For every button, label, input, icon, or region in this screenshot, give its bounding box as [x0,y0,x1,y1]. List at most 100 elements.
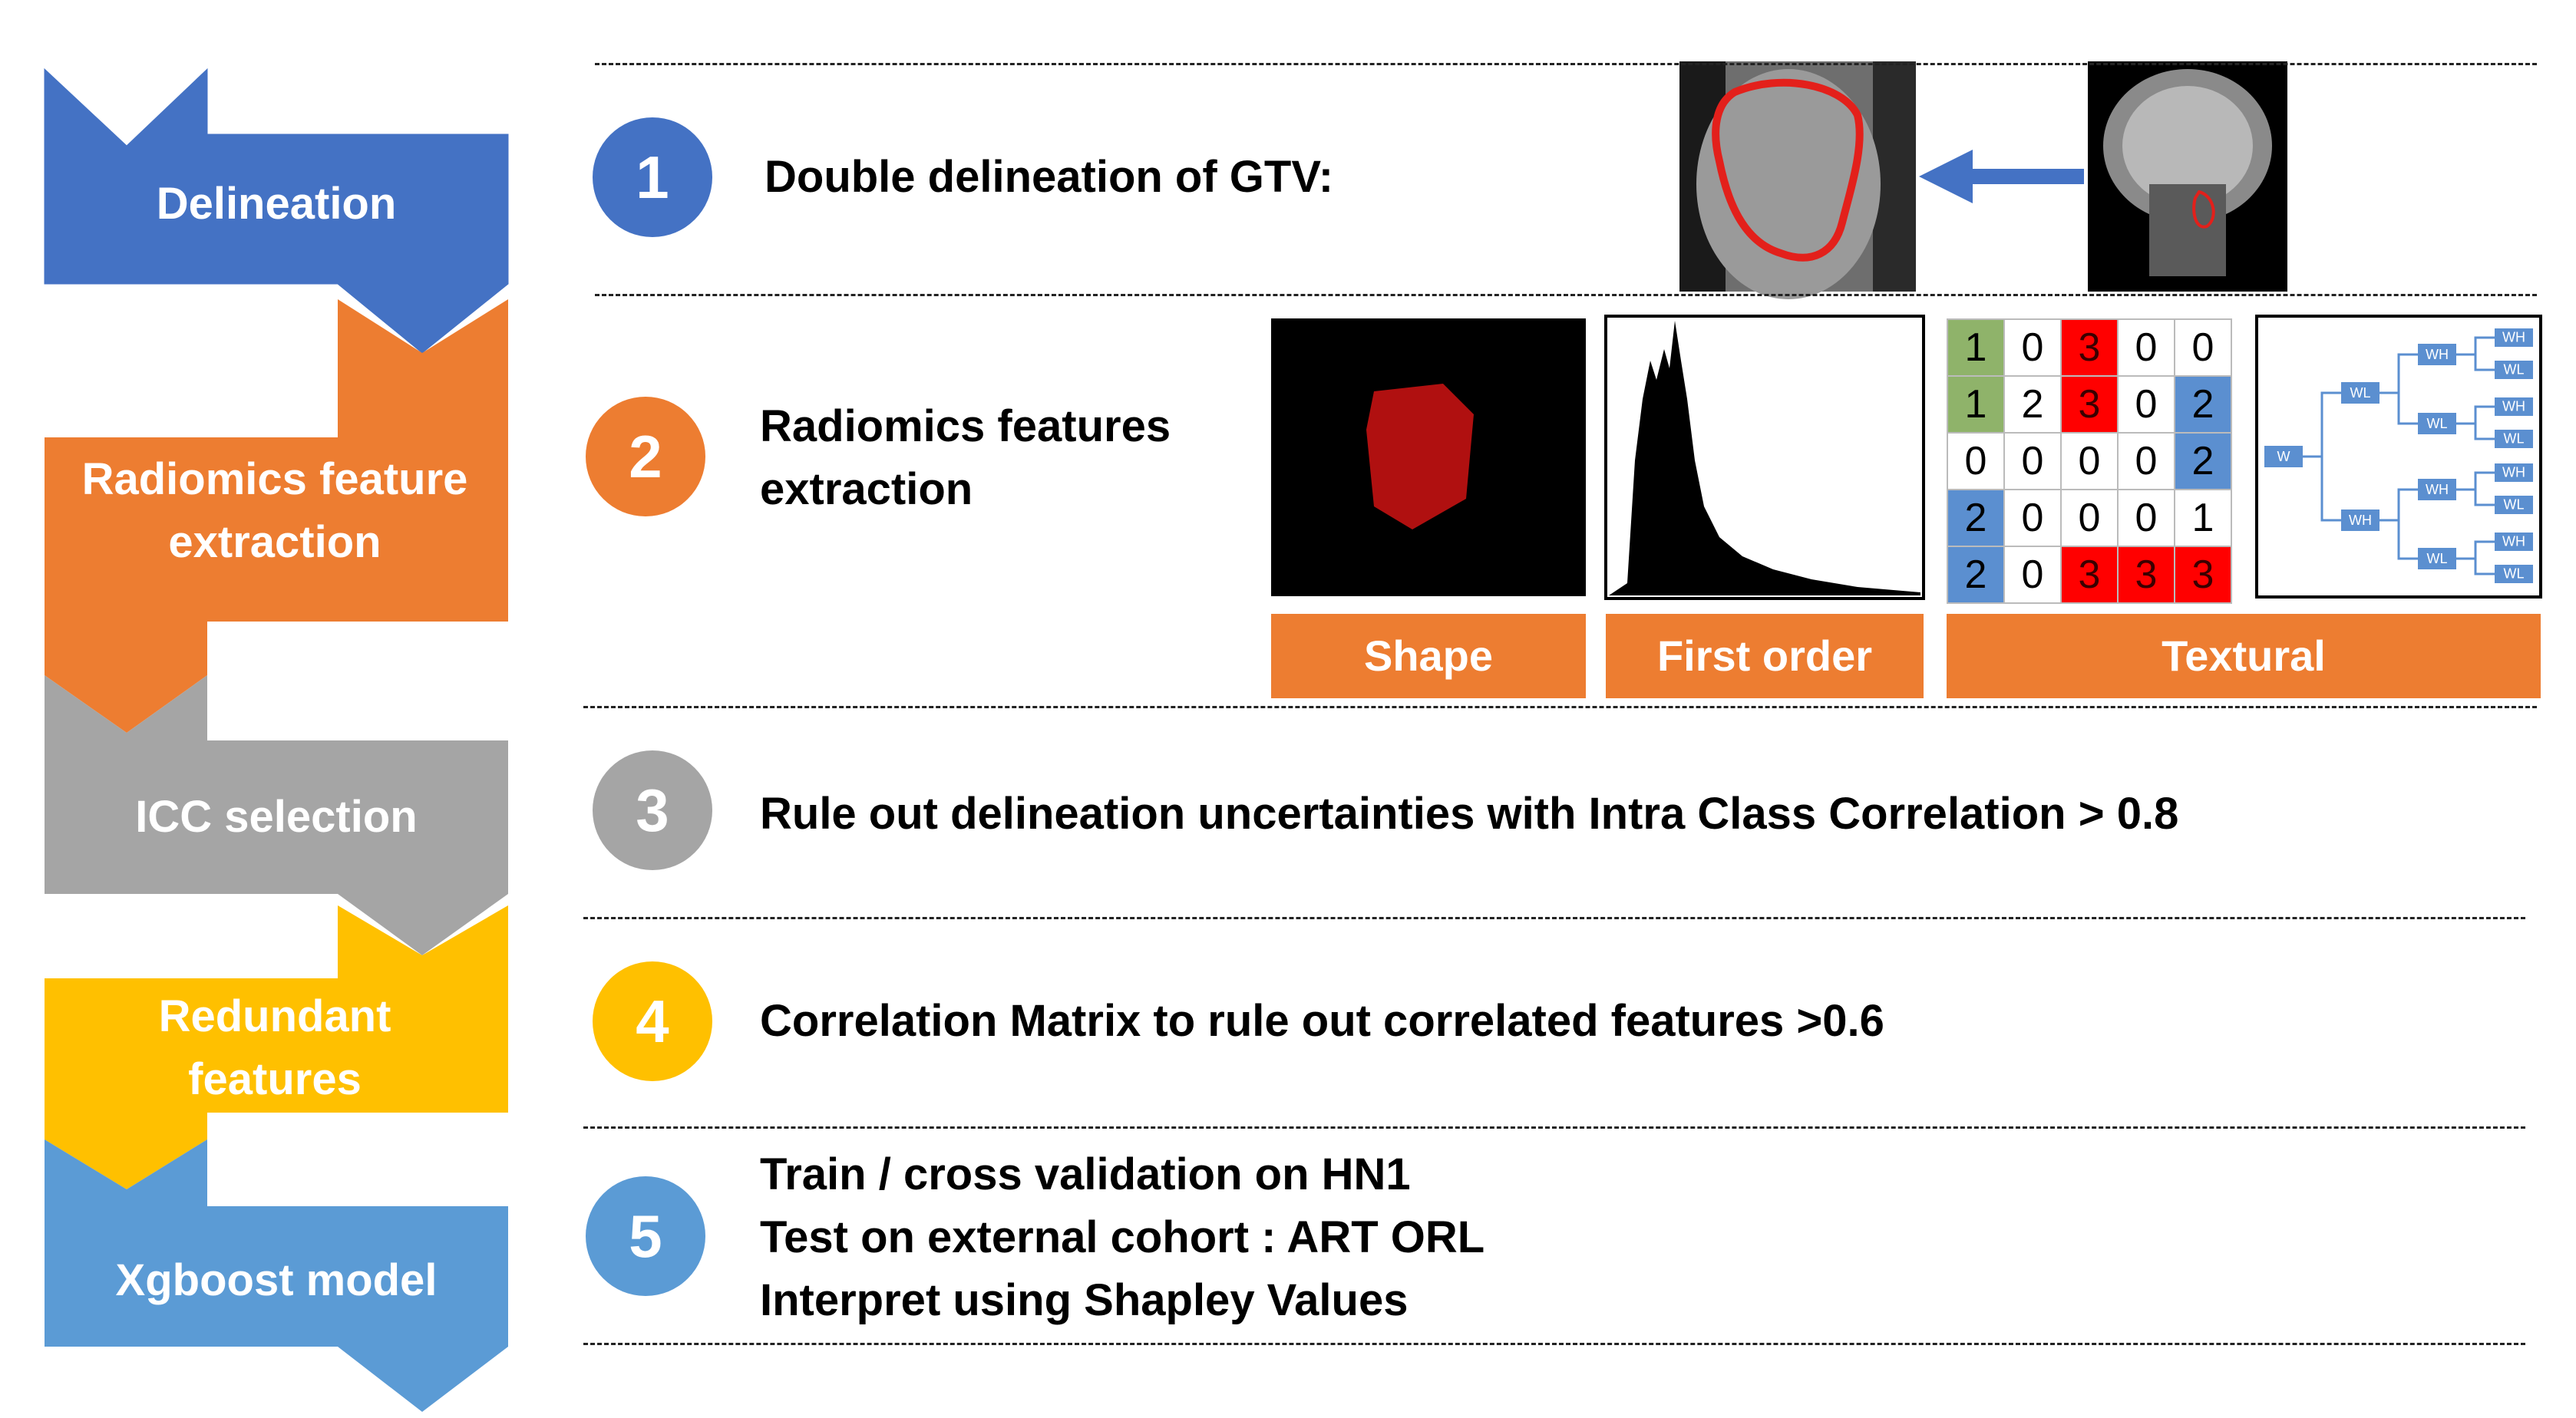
wavelet-connector [2379,391,2418,425]
wavelet-connector [2456,540,2495,560]
separator [595,63,2537,65]
wavelet-connector [2456,488,2495,506]
glcm-cell: 3 [2117,546,2175,604]
flow-arrow-xgboost [45,1139,508,1412]
flow-label-xgboost: Xgboost model [115,1255,438,1305]
wavelet-node-level2: WL [2418,413,2456,434]
wavelet-node-level3: WH [2495,533,2533,551]
glcm-cell: 1 [1947,375,2005,434]
step-1-text: Double delineation of GTV: [765,152,1334,202]
svg-text:WH: WH [2349,513,2372,528]
wavelet-connector [2379,488,2418,522]
flow-arrow-delineation [44,68,509,354]
gtv-contour-zoom [1712,78,1864,262]
svg-text:WL: WL [2504,430,2525,446]
wavelet-node-level1: WH [2341,509,2379,531]
wavelet-tree: W WL WH WH WL WH WL WH WL WH WL WH WL WH WL [2264,328,2533,583]
glcm-cell: 0 [2003,432,2062,490]
shape-label: Shape [1271,614,1586,698]
wavelet-connector [2456,422,2495,440]
histogram-bars [1609,321,1920,595]
wavelet-node-level3: WL [2495,361,2533,379]
separator [583,1343,2525,1345]
step-5-text-line-3: Interpret using Shapley Values [760,1275,1409,1325]
step-number-5: 5 [586,1176,705,1296]
step-number-2: 2 [586,397,705,516]
glcm-cell: 0 [2117,489,2175,547]
glcm-cell: 0 [2117,432,2175,490]
separator [583,917,2525,919]
wavelet-connector [2456,557,2495,575]
wavelet-node-level2: WH [2418,344,2456,365]
svg-text:WL: WL [2504,566,2525,581]
glcm-cell: 2 [1947,489,2005,547]
wavelet-connector [2456,336,2495,356]
wavelet-node-level3: WL [2495,565,2533,583]
step-2-text-line-2: extraction [760,464,973,514]
step-number-3: 3 [593,750,712,870]
glcm-cell: 1 [2174,489,2232,547]
flow-label-redundant: Redundant features [158,991,391,1104]
wavelet-node-level2: WH [2418,479,2456,500]
step-number-1: 1 [593,117,712,237]
glcm-cell: 2 [2174,375,2232,434]
wavelet-connector [2456,353,2495,371]
glcm-cell: 0 [2060,432,2119,490]
separator [583,706,2537,708]
first-order-label: First order [1606,614,1924,698]
wavelet-connector [2303,455,2341,522]
glcm-cell: 0 [2003,318,2062,377]
glcm-cell: 0 [2060,489,2119,547]
glcm-cell: 3 [2174,546,2232,604]
svg-text:W: W [2277,449,2290,464]
svg-text:WH: WH [2502,464,2525,480]
svg-text:WH: WH [2502,329,2525,345]
wavelet-node-level3: WH [2495,397,2533,416]
glcm-cell: 2 [2174,432,2232,490]
step-5-text-line-2: Test on external cohort : ART ORL [760,1212,1485,1262]
svg-text:WH: WH [2502,398,2525,414]
textural-label: Textural [1947,614,2541,698]
step-2-text-line-1: Radiomics features [760,401,1171,451]
wavelet-connector [2379,353,2418,394]
flow-label-delineation: Delineation [156,179,397,229]
wavelet-connector [2456,405,2495,425]
flow-arrow-icc [45,675,508,955]
svg-text:WL: WL [2504,496,2525,512]
svg-text:WH: WH [2426,482,2449,497]
flow-label-radiomics: Radiomics feature extraction [81,454,468,567]
glcm-cell: 0 [2003,546,2062,604]
wavelet-node-level1: WL [2341,382,2379,404]
wavelet-connector [2456,471,2495,491]
wavelet-node-level3: WH [2495,463,2533,482]
step-4-text: Correlation Matrix to rule out correlate… [760,996,1884,1046]
step-3-text: Rule out delineation uncertainties with … [760,789,2179,839]
glcm-cell: 2 [1947,546,2005,604]
svg-text:WL: WL [2427,416,2448,431]
step-number-4: 4 [593,961,712,1081]
wavelet-root: W [2264,446,2303,467]
wavelet-node-level3: WH [2495,328,2533,347]
wavelet-node-level2: WL [2418,548,2456,569]
glcm-cell: 0 [2117,375,2175,434]
wavelet-node-level3: WL [2495,430,2533,448]
glcm-cell: 0 [2174,318,2232,377]
separator [595,294,2537,296]
flow-label-icc: ICC selection [135,792,418,842]
flow-arrow-radiomics [45,299,508,733]
wavelet-connector [2303,391,2341,458]
flow-arrow-redundant [45,905,508,1189]
glcm-cell: 1 [1947,318,2005,377]
svg-text:WL: WL [2504,361,2525,377]
wavelet-node-level3: WL [2495,496,2533,514]
svg-text:WL: WL [2350,385,2371,401]
svg-text:WH: WH [2502,533,2525,549]
glcm-cell: 0 [2117,318,2175,377]
glcm-cell: 0 [2003,489,2062,547]
glcm-cell: 3 [2060,375,2119,434]
